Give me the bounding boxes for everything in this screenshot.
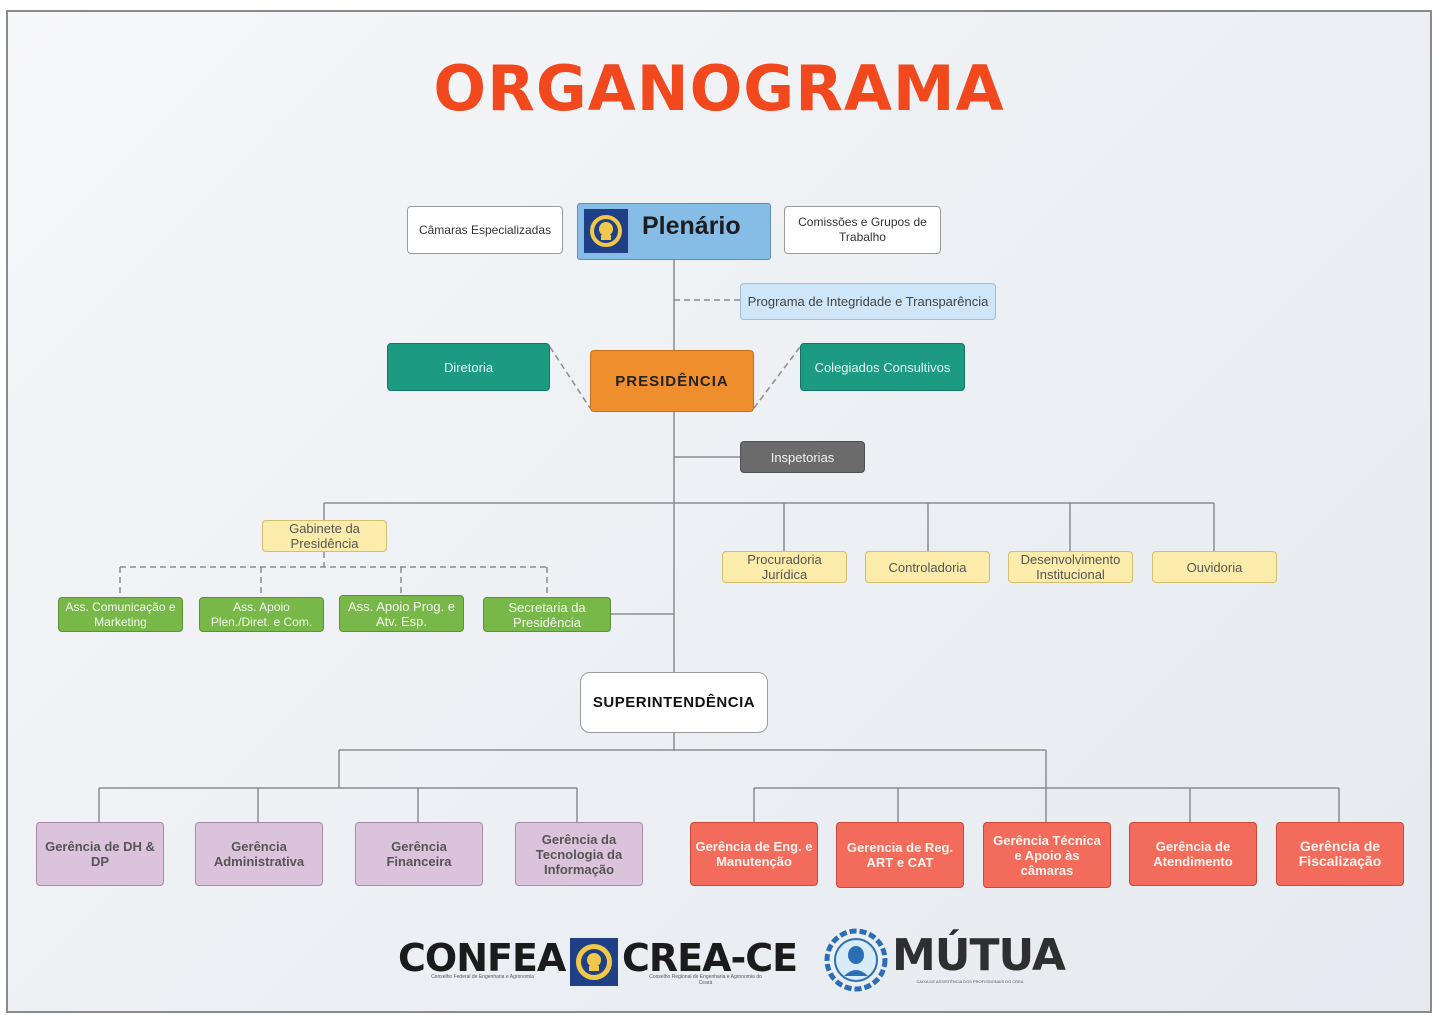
mutua-wordmark: MÚTUA <box>892 930 1066 981</box>
ass-apoio-prog-box: Ass. Apoio Prog. e Atv. Esp. <box>339 595 464 632</box>
comissoes-box: Comissões e Grupos de Trabalho <box>784 206 941 254</box>
ass-comunicacao-box: Ass. Comunicação e Marketing <box>58 597 183 632</box>
presidencia-box: PRESIDÊNCIA <box>590 350 754 412</box>
gerencia-atendimento-box: Gerência de Atendimento <box>1129 822 1257 886</box>
gerencia-reg-art-cat-box: Gerencia de Reg. ART e CAT <box>836 822 964 888</box>
gabinete-presidencia-box: Gabinete da Presidência <box>262 520 387 552</box>
confea-seal-icon <box>584 209 628 253</box>
gerencia-tecnica-apoio-box: Gerência Técnica e Apoio às câmaras <box>983 822 1111 888</box>
confea-wordmark: CONFEA <box>398 936 566 980</box>
superintendencia-box: SUPERINTENDÊNCIA <box>580 672 768 733</box>
programa-integridade-box: Programa de Integridade e Transparência <box>740 283 996 320</box>
gerencia-administrativa-box: Gerência Administrativa <box>195 822 323 886</box>
gerencia-financeira-box: Gerência Financeira <box>355 822 483 886</box>
ass-apoio-plen-box: Ass. Apoio Plen./Diret. e Com. <box>199 597 324 632</box>
gerencia-dh-dp-box: Gerência de DH & DP <box>36 822 164 886</box>
crea-seal-icon <box>570 938 618 986</box>
crea-ce-subtitle: Conselho Regional de Engenharia e Agrono… <box>649 974 762 986</box>
plenario-label: Plenário <box>642 212 741 240</box>
secretaria-presidencia-box: Secretaria da Presidência <box>483 597 611 632</box>
inspetorias-box: Inspetorias <box>740 441 865 473</box>
procuradoria-box: Procuradoria Jurídica <box>722 551 847 583</box>
mutua-emblem-icon <box>824 928 888 992</box>
camaras-especializadas-box: Câmaras Especializadas <box>407 206 563 254</box>
gerencia-fiscalizacao-box: Gerência de Fiscalização <box>1276 822 1404 886</box>
ouvidoria-box: Ouvidoria <box>1152 551 1277 583</box>
gerencia-ti-box: Gerência da Tecnologia da Informação <box>515 822 643 886</box>
plenario-box: Plenário <box>577 203 771 260</box>
gerencia-eng-manutencao-box: Gerência de Eng. e Manutenção <box>690 822 818 886</box>
crea-ce-wordmark: CREA-CE <box>622 936 798 980</box>
desenvolvimento-institucional-box: Desenvolvimento Institucional <box>1008 551 1133 583</box>
diretoria-box: Diretoria <box>387 343 550 391</box>
mutua-subtitle: CAIXA DE ASSISTÊNCIA DOS PROFISSIONAIS D… <box>916 979 1024 984</box>
colegiados-consultivos-box: Colegiados Consultivos <box>800 343 965 391</box>
confea-subtitle: Conselho Federal de Engenharia e Agronom… <box>431 974 534 980</box>
chart-title: ORGANOGRAMA <box>433 52 1005 125</box>
controladoria-box: Controladoria <box>865 551 990 583</box>
